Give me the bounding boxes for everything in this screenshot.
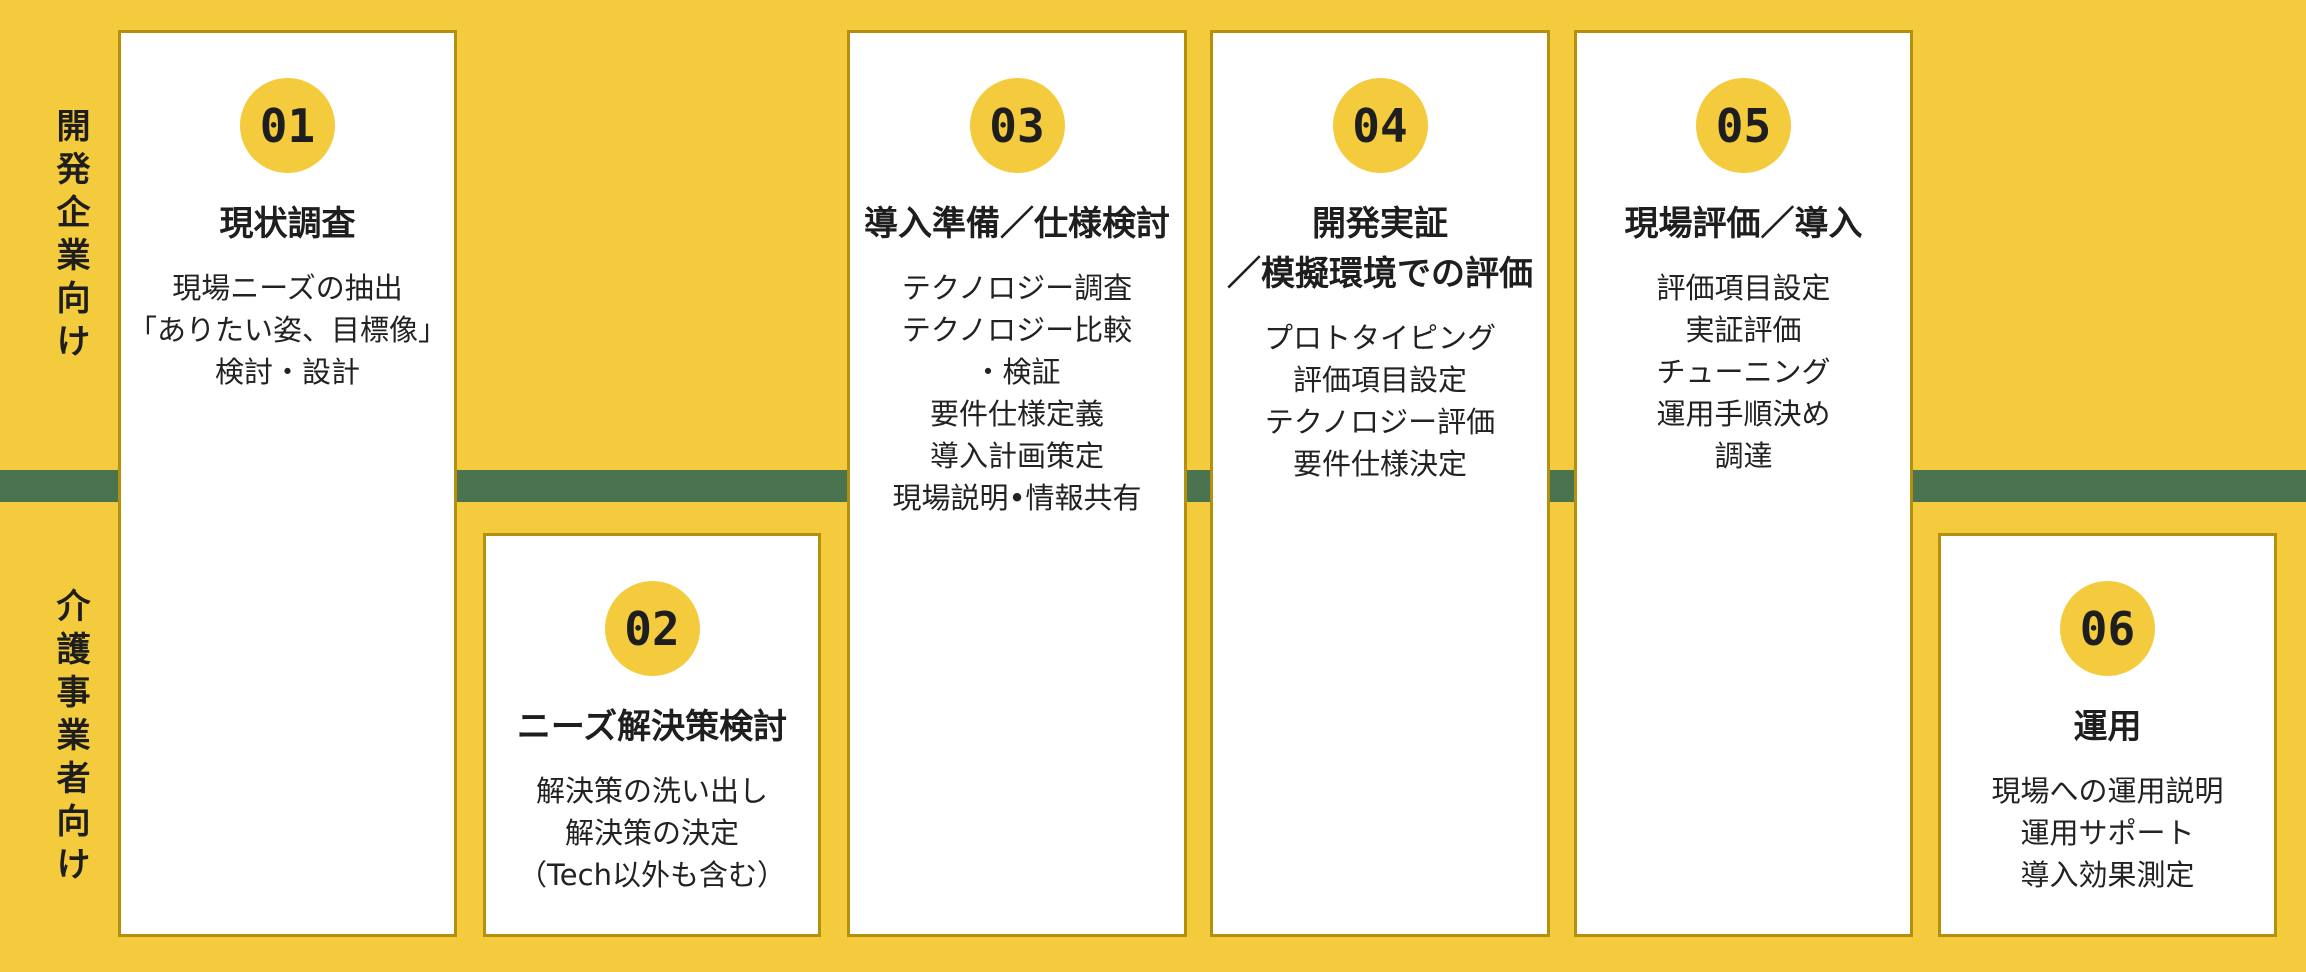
step-number: 03 <box>989 98 1045 153</box>
step-body-line: （Tech以外も含む） <box>518 858 786 892</box>
step-body-line: 検討・設計 <box>214 355 360 389</box>
step-body-line: ・検証 <box>973 355 1061 389</box>
step-number-badge: 06 <box>2060 581 2155 676</box>
process-step-card-02: 02 ニーズ解決策検討 解決策の洗い出し解決策の決定 （Tech以外も含む） <box>483 533 821 937</box>
step-title-line: 現場評価／導入 <box>1624 204 1863 244</box>
step-title: 導入準備／仕様検討 <box>864 199 1170 249</box>
step-number-badge: 01 <box>240 78 335 173</box>
step-body: テクノロジー調査テクノロジー比較・検証要件仕様定義導入計画策定現場説明•情報共有 <box>892 267 1141 519</box>
step-body-line: 現場への運用説明 <box>1991 774 2224 808</box>
step-body-line: テクノロジー評価 <box>1264 405 1496 439</box>
step-title-line: 運用 <box>2073 707 2142 747</box>
step-body-line: 現場説明•情報共有 <box>892 481 1142 515</box>
process-step-card-04: 04 開発実証 ／模擬環境での評価 プロトタイピング評価項目設定テクノロジー評価要… <box>1210 30 1550 937</box>
step-title-line: 現状調査 <box>219 204 356 244</box>
step-title: 開発実証 ／模擬環境での評価 <box>1227 199 1533 299</box>
step-number: 06 <box>2079 601 2136 656</box>
step-body: 解決策の洗い出し解決策の決定 （Tech以外も含む） <box>518 770 786 896</box>
process-step-card-01: 01 現状調査 現場ニーズの抽出「ありたい姿、目標像」検討・設計 <box>118 30 457 937</box>
step-number: 05 <box>1715 98 1772 153</box>
step-title: 運用 <box>2074 702 2142 752</box>
step-body-line: 運用手順決め <box>1656 397 1831 431</box>
step-title-line: 開発実証 <box>1312 204 1448 244</box>
step-body-line: 導入計画策定 <box>929 439 1104 473</box>
step-title: ニーズ解決策検討 <box>517 702 787 752</box>
step-body-line: テクノロジー比較 <box>901 313 1133 347</box>
step-body-line: 評価項目設定 <box>1292 363 1467 397</box>
step-number: 02 <box>624 601 680 656</box>
row-label-care-providers: 介護事業者向け <box>50 588 90 889</box>
step-body: プロトタイピング評価項目設定テクノロジー評価要件仕様決定 <box>1264 317 1496 485</box>
step-body-line: 運用サポート <box>2020 816 2195 850</box>
step-body: 評価項目設定実証評価チューニング運用手順決め調達 <box>1656 267 1830 477</box>
step-body-line: 評価項目設定 <box>1656 271 1831 305</box>
step-body-line: テクノロジー調査 <box>901 271 1133 305</box>
step-body-line: 「ありたい姿、目標像」 <box>127 313 447 347</box>
step-number-badge: 04 <box>1332 78 1428 173</box>
step-body-line: 解決策の洗い出し <box>535 774 768 808</box>
step-number-badge: 05 <box>1696 78 1791 173</box>
step-title-line: 導入準備／仕様検討 <box>864 204 1170 244</box>
step-body-line: 要件仕様決定 <box>1292 447 1467 481</box>
step-body-line: 解決策の決定 <box>564 816 739 850</box>
step-title-line: ニーズ解決策検討 <box>516 707 788 747</box>
step-body: 現場への運用説明運用サポート導入効果測定 <box>1991 770 2223 896</box>
row-label-developer-companies: 開発企業向け <box>50 108 90 366</box>
step-body-line: 要件仕様定義 <box>929 397 1104 431</box>
step-body-line: 現場ニーズの抽出 <box>172 271 403 305</box>
step-body-line: プロトタイピング <box>1263 321 1496 355</box>
process-step-card-06: 06 運用 現場への運用説明運用サポート導入効果測定 <box>1938 533 2277 937</box>
step-body-line: 導入効果測定 <box>2020 858 2195 892</box>
step-body: 現場ニーズの抽出「ありたい姿、目標像」検討・設計 <box>128 267 447 393</box>
step-body-line: 実証評価 <box>1685 313 1802 347</box>
step-number-badge: 02 <box>604 581 700 676</box>
process-step-card-03: 03 導入準備／仕様検討 テクノロジー調査テクノロジー比較・検証要件仕様定義導入… <box>847 30 1187 937</box>
step-title: 現状調査 <box>220 199 356 249</box>
step-body-line: 調達 <box>1714 439 1773 473</box>
step-title: 現場評価／導入 <box>1625 199 1863 249</box>
process-step-card-05: 05 現場評価／導入 評価項目設定実証評価チューニング運用手順決め調達 <box>1574 30 1913 937</box>
step-title-line: ／模擬環境での評価 <box>1227 254 1533 294</box>
step-number: 04 <box>1352 98 1408 153</box>
step-number-badge: 03 <box>969 78 1065 173</box>
step-number: 01 <box>259 98 316 153</box>
step-body-line: チューニング <box>1656 355 1831 389</box>
